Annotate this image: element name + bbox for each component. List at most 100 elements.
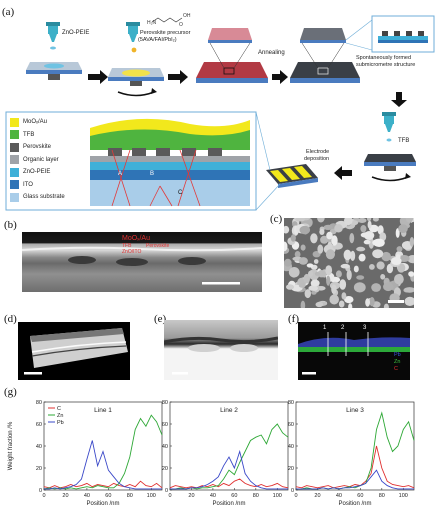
sem-grain: [308, 285, 318, 291]
layer-legend-label: ZnO-PEIE: [23, 169, 51, 176]
layer-legend-item: Organic layer: [10, 154, 88, 167]
sem-grain: [299, 225, 311, 235]
sem-grain: [404, 296, 414, 306]
x-tick-label: 60: [357, 493, 363, 499]
zoom-top-4: [300, 28, 346, 69]
deposition-label: deposition: [304, 156, 330, 162]
sem-grain: [335, 270, 342, 278]
sem-grain: [304, 289, 311, 299]
sem-grain: [288, 267, 300, 278]
sem-grain: [317, 270, 326, 278]
sem-grain: [383, 303, 389, 308]
layer-legend-item: TFB: [10, 129, 88, 142]
svg-text:H₂N: H₂N: [147, 20, 157, 26]
sem-grain: [331, 235, 338, 246]
sem-grain: [386, 263, 394, 274]
sem-grain: [383, 282, 394, 292]
layer-legend-item: ZnO-PEIE: [10, 166, 88, 179]
sem-grain: [310, 233, 318, 244]
layer-swatch: [10, 167, 19, 177]
sem-grain: [380, 274, 386, 280]
sem-grain: [284, 241, 288, 252]
sem-grain: [372, 249, 384, 259]
tem-image-b: MoOₓ/Au TFB Perovskite ZnO/ITO: [22, 232, 262, 292]
sem-grain: [314, 271, 320, 276]
y-tick-label: 0: [291, 488, 294, 494]
sem-grain: [367, 220, 372, 229]
sem-grain: [294, 251, 301, 258]
layer-swatch: [10, 130, 19, 140]
legend-label: C: [57, 406, 61, 412]
panel-label-d: (d): [4, 313, 17, 325]
sem-grain: [356, 246, 366, 252]
sem-grain: [365, 298, 370, 307]
annealing-label: Annealing: [258, 50, 285, 56]
substrate-4: [290, 62, 360, 83]
sem-grain: [308, 270, 313, 277]
sem-grain: [405, 218, 414, 223]
sem-grain: [346, 269, 352, 281]
x-tick-label: 0: [42, 493, 45, 499]
zno-peie-label: ZnO-PEIE: [62, 30, 90, 36]
panel-label-e: (e): [154, 313, 167, 325]
sem-grain: [372, 238, 385, 247]
final-device: [266, 164, 318, 188]
haadf-image-e: [164, 320, 278, 380]
y-tick-label: 80: [162, 400, 168, 406]
sem-grain: [317, 244, 324, 254]
chart-title: Line 1: [94, 407, 112, 414]
sem-grain: [341, 292, 347, 300]
layer-legend-label: MoOₓ/Au: [23, 119, 47, 126]
fabrication-schematic: H₂N OH O: [5, 13, 435, 211]
sem-grain: [298, 257, 308, 265]
eds-legend-c: C: [394, 366, 398, 372]
zoom-top-3: [208, 28, 252, 69]
sem-grain: [369, 297, 375, 307]
tem-label-moox: MoOₓ/Au: [122, 235, 150, 242]
series-line-pb: [44, 440, 162, 490]
sem-grain: [320, 235, 329, 244]
sem-grain: [356, 275, 365, 280]
layer-swatch: [10, 192, 19, 202]
series-line-pb: [296, 469, 414, 490]
sem-grain: [290, 234, 296, 242]
layer-swatch: [10, 117, 19, 127]
sem-grain: [409, 237, 414, 247]
precursor-label-2: (5AVA/FAI/PbI₂): [138, 37, 177, 43]
sem-grain: [329, 294, 339, 305]
sem-grain: [334, 224, 343, 233]
sem-image-c: [284, 218, 414, 308]
legend-label: Zn: [57, 413, 63, 419]
sem-grain: [369, 264, 375, 270]
sem-grain: [360, 232, 373, 238]
y-tick-label: 60: [36, 422, 42, 428]
layer-legend-item: Glass substrate: [10, 191, 88, 204]
sem-grain: [398, 224, 408, 233]
chart-frame: [169, 401, 289, 491]
sem-grain: [376, 261, 385, 270]
x-tick-label: 100: [399, 493, 408, 499]
pipette-icon-2: [126, 22, 140, 42]
layer-legend-label: Organic layer: [23, 156, 59, 163]
layer-legend-item: MoOₓ/Au: [10, 116, 88, 129]
sem-grain: [323, 224, 333, 230]
sem-grain: [403, 287, 414, 293]
y-tick-label: 20: [162, 466, 168, 472]
layer-swatch: [10, 180, 19, 190]
sem-grain: [353, 282, 366, 293]
eds-legend-zn: Zn: [394, 359, 401, 365]
sem-grain: [396, 246, 403, 252]
panel-label-g: (g): [4, 386, 17, 398]
sem-grain: [338, 300, 345, 308]
sem-grain: [357, 218, 367, 223]
series-line-c: [295, 445, 415, 489]
sem-grain: [339, 279, 347, 290]
sem-grain: [295, 218, 306, 222]
substrate-1: [26, 62, 82, 80]
electrode-label: Electrode: [306, 149, 330, 155]
layer-legend-label: ITO: [23, 181, 33, 188]
sem-grain: [363, 239, 371, 245]
tem-label-zno: ZnO/ITO: [122, 249, 142, 255]
